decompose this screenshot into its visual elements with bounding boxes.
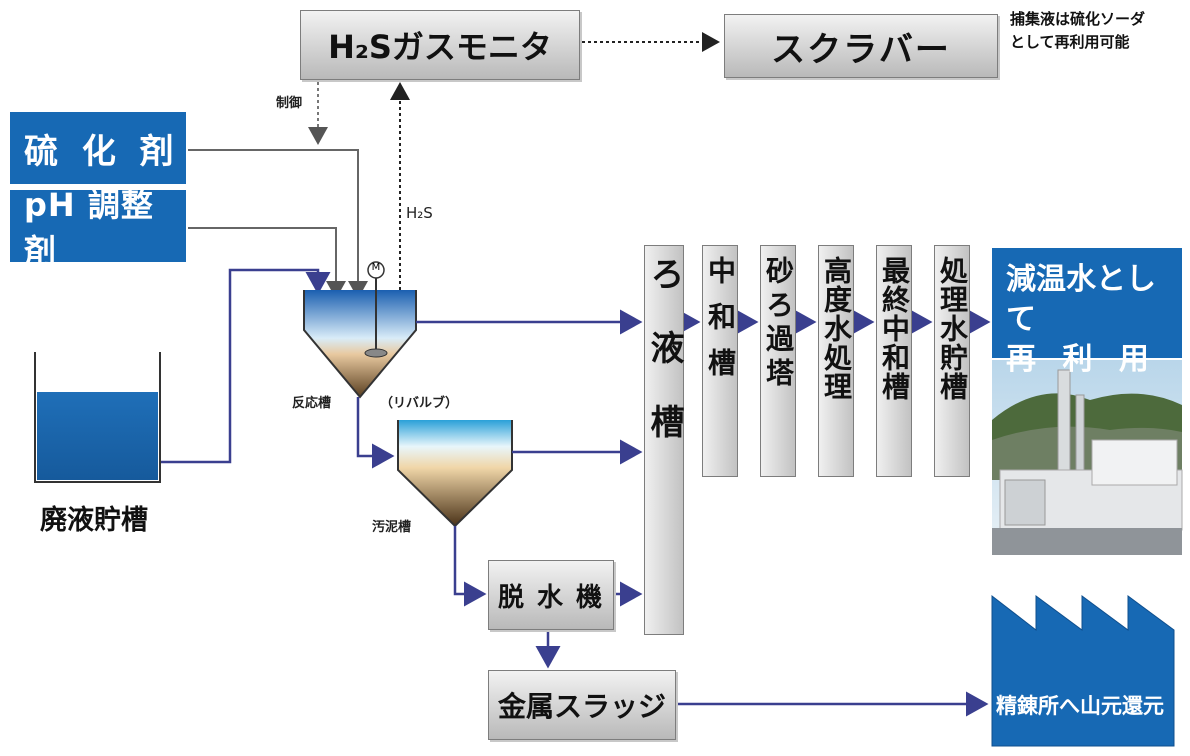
sludge-tank-label: 汚泥槽 — [372, 520, 412, 535]
revalve-label: （リバルブ） — [380, 396, 459, 411]
sulfurizing-agent-box: 硫 化 剤 — [10, 112, 186, 184]
reuse-line-1: 減温水として — [1006, 262, 1156, 337]
dehydrator-box: 脱 水 機 — [488, 560, 614, 630]
motor-label: M — [371, 262, 381, 273]
advanced-treatment-box: 高度水処理 — [818, 245, 854, 477]
final-neutralization-box: 最終中和槽 — [876, 245, 912, 477]
ph-adjuster-box: pH 調整剤 — [10, 186, 186, 270]
filtrate-tank-box: ろ液槽 — [644, 245, 684, 635]
ph-feed-line — [188, 227, 346, 299]
reuse-line-2: 再 利 用 — [1006, 342, 1157, 377]
plant-photo — [992, 360, 1183, 555]
reuse-box: 減温水として 再 利 用 — [992, 248, 1182, 377]
scrubber-note-line-2: として再利用可能 — [1010, 33, 1130, 51]
factory-icon — [991, 594, 1175, 747]
sludge-to-dehydrator-line — [453, 526, 487, 607]
control-label: 制御 — [276, 96, 303, 111]
h2s-gas-monitor-box: H₂Sガスモニタ — [300, 10, 580, 80]
neutralization-tank-box: 中和槽 — [702, 245, 738, 477]
h2s-label: H₂S — [406, 204, 433, 222]
reaction-tank-shape — [303, 290, 417, 399]
motor-icon — [367, 261, 385, 279]
reaction-tank-label: 反応槽 — [292, 396, 332, 411]
treated-water-tank-box: 処理水貯槽 — [934, 245, 970, 477]
waste-tank-liquid — [37, 392, 158, 480]
waste-to-reaction-line — [160, 268, 331, 464]
sludge-tank-shape — [397, 420, 513, 528]
waste-tank-label: 廃液貯槽 — [40, 505, 148, 536]
metal-sludge-box: 金属スラッジ — [488, 670, 676, 740]
sulfurizing-feed-line — [188, 149, 368, 299]
scrubber-note: 捕集液は硫化ソーダ として再利用可能 — [1010, 8, 1145, 54]
refinery-label: 精錬所へ山元還元 — [996, 694, 1164, 718]
reaction-to-sludge-line — [356, 397, 395, 469]
sand-filter-box: 砂ろ過塔 — [760, 245, 796, 477]
scrubber-box: スクラバー — [724, 14, 998, 78]
scrubber-note-line-1: 捕集液は硫化ソーダ — [1010, 10, 1146, 28]
